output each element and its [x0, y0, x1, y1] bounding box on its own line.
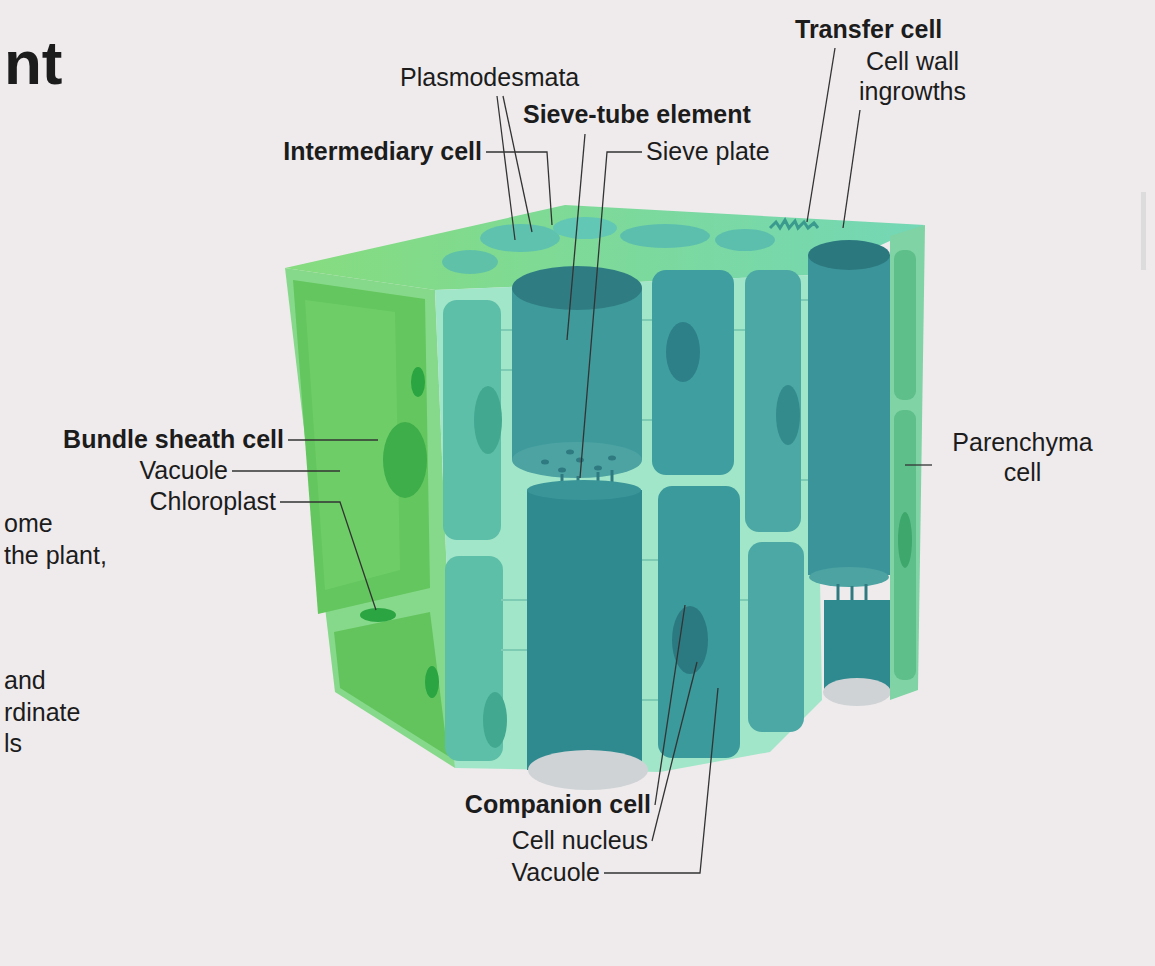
body-text-fragment: ome [4, 508, 53, 538]
body-text-fragment: rdinate [4, 697, 80, 727]
part-label: Intermediary cell [283, 136, 482, 166]
body-text-fragment: and [4, 665, 46, 695]
part-label: Transfer cell [795, 14, 942, 44]
heading-fragment: nt [4, 28, 63, 98]
part-label: Sieve plate [646, 136, 770, 166]
part-label: Cell wall ingrowths [835, 46, 990, 106]
part-label: Parenchyma cell [935, 427, 1110, 487]
part-label: Bundle sheath cell [63, 424, 284, 454]
part-label: Cell nucleus [512, 825, 648, 855]
part-label: Vacuole [512, 857, 601, 887]
part-label: Sieve-tube element [523, 99, 751, 129]
part-label: Vacuole [140, 455, 229, 485]
part-label: Companion cell [465, 789, 651, 819]
part-label: Plasmodesmata [400, 62, 579, 92]
body-text-fragment: the plant, [4, 540, 107, 570]
body-text-fragment: ls [4, 728, 22, 758]
part-label: Chloroplast [150, 486, 276, 516]
